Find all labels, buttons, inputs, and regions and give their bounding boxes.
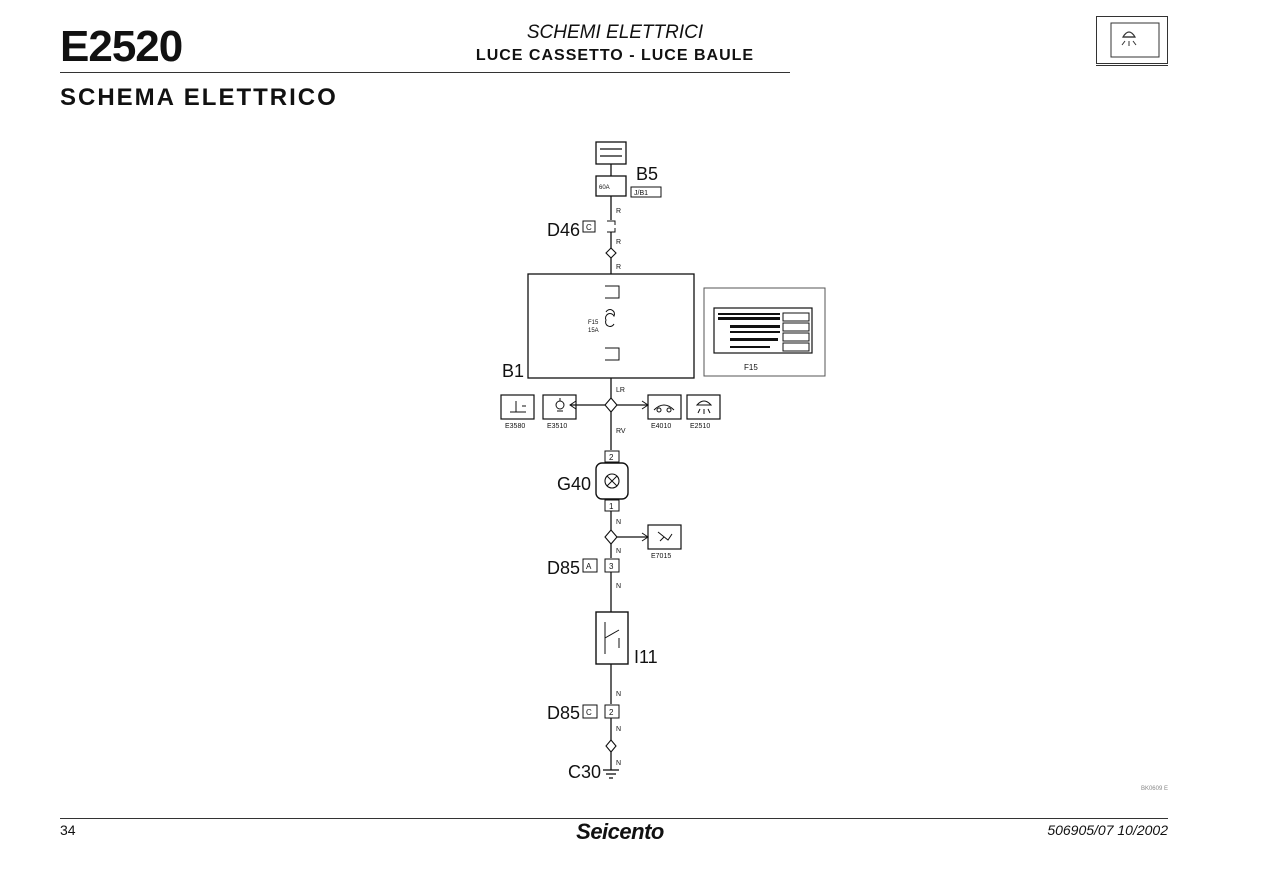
header-divider xyxy=(1096,65,1168,66)
g40-pin-top: 2 xyxy=(609,453,614,462)
i11-label: I11 xyxy=(634,647,658,667)
b5-ref: J/B1 xyxy=(634,190,648,197)
fuse-label: F15 xyxy=(588,320,599,326)
wire-color: N xyxy=(616,760,621,767)
document-subtitle: LUCE CASSETTO - LUCE BAULE xyxy=(475,47,755,64)
g40-lamp xyxy=(595,462,629,500)
document-category: SCHEMI ELETTRICI xyxy=(526,22,704,43)
c30-label: C30 xyxy=(568,762,601,782)
document-number: 506905/07 10/2002 xyxy=(1047,822,1168,838)
wire-color: N xyxy=(616,583,621,590)
reference-code: E3580 xyxy=(505,423,525,430)
d85-a-connector: A xyxy=(586,562,592,571)
reference-code: E2510 xyxy=(690,423,710,430)
d85-c-pin: 2 xyxy=(609,708,614,717)
wire-color: N xyxy=(616,548,621,555)
b5-label: B5 xyxy=(636,164,658,184)
brand-logo: Seicento xyxy=(576,819,664,844)
d46-label: D46 xyxy=(547,220,580,240)
fuse-rating: 15A xyxy=(588,328,599,334)
d85-c-label: D85 xyxy=(547,703,580,723)
wire-color: RV xyxy=(616,428,626,435)
header-divider xyxy=(60,72,420,73)
fuse-location-inset xyxy=(703,287,826,377)
page-code: E2520 xyxy=(60,22,183,71)
reference-code: E3510 xyxy=(547,423,567,430)
wire-color: R xyxy=(616,208,621,215)
g40-label: G40 xyxy=(557,474,591,494)
drawing-reference: BK0609 E xyxy=(1140,786,1168,792)
i11-switch xyxy=(595,611,629,665)
page-number: 34 xyxy=(60,822,76,838)
d85-a-label: D85 xyxy=(547,558,580,578)
g40-pin-bottom: 1 xyxy=(609,502,614,511)
reference-code: E4010 xyxy=(651,423,671,430)
wire-color: N xyxy=(616,691,621,698)
battery-symbol xyxy=(595,141,627,165)
b5-fuse-rating: 60A xyxy=(599,185,610,191)
footer-divider xyxy=(60,818,1168,819)
wire-color: N xyxy=(616,726,621,733)
b1-fuse-box xyxy=(527,273,695,379)
wire-color: N xyxy=(616,519,621,526)
d85-a-pin: 3 xyxy=(609,562,614,571)
inset-label: F15 xyxy=(744,363,758,372)
glovebox-light-icon xyxy=(510,401,526,413)
section-title: SCHEMA ELETTRICO xyxy=(60,84,338,111)
wire-color: LR xyxy=(616,387,625,394)
wire-color: R xyxy=(616,264,621,271)
reference-code: E7015 xyxy=(651,553,671,560)
d85-c-connector: C xyxy=(586,708,592,717)
wire-color: R xyxy=(616,239,621,246)
d46-connector: C xyxy=(586,223,592,232)
b1-label: B1 xyxy=(502,361,524,381)
lamp-icon xyxy=(1096,16,1168,64)
header-divider xyxy=(420,72,790,73)
